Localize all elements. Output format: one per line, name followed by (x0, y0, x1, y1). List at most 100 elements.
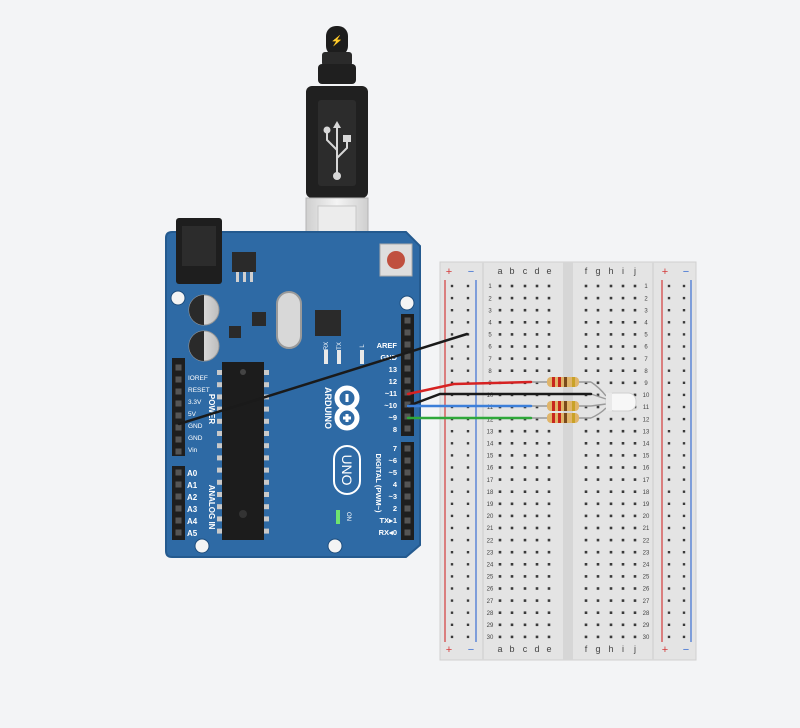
breadboard-hole[interactable] (523, 296, 527, 300)
breadboard-hole[interactable] (535, 442, 539, 445)
breadboard-hole[interactable] (535, 417, 539, 421)
rail-hole[interactable] (667, 514, 671, 518)
breadboard-hole[interactable] (584, 623, 588, 627)
wire-red[interactable] (406, 380, 533, 396)
breadboard-hole[interactable] (621, 575, 625, 578)
breadboard-hole[interactable] (621, 587, 625, 590)
breadboard-hole[interactable] (596, 502, 600, 506)
breadboard-hole[interactable] (633, 490, 637, 493)
header-pin[interactable] (404, 413, 411, 420)
rail-hole[interactable] (466, 296, 470, 300)
breadboard-hole[interactable] (510, 635, 514, 639)
breadboard-hole[interactable] (584, 538, 588, 542)
rail-hole[interactable] (466, 490, 470, 493)
rail-hole[interactable] (450, 502, 454, 505)
breadboard-hole[interactable] (523, 587, 527, 590)
rail-hole[interactable] (466, 514, 470, 518)
breadboard-hole[interactable] (621, 550, 625, 554)
breadboard-hole[interactable] (535, 466, 539, 469)
breadboard-hole[interactable] (547, 369, 551, 372)
breadboard-hole[interactable] (523, 526, 527, 530)
breadboard-hole[interactable] (498, 563, 502, 566)
breadboard-hole[interactable] (596, 563, 600, 566)
rail-hole[interactable] (682, 611, 686, 614)
breadboard-hole[interactable] (596, 538, 600, 542)
breadboard-hole[interactable] (596, 308, 600, 312)
breadboard-hole[interactable] (498, 623, 502, 627)
rail-hole[interactable] (450, 381, 454, 384)
rail-hole[interactable] (682, 442, 686, 445)
header-pin[interactable] (404, 353, 411, 360)
rail-hole[interactable] (667, 599, 671, 602)
resistor-green[interactable] (531, 413, 591, 423)
breadboard-hole[interactable] (609, 417, 613, 421)
breadboard-hole[interactable] (609, 575, 613, 578)
breadboard-hole[interactable] (584, 599, 588, 602)
rail-hole[interactable] (667, 563, 671, 566)
breadboard-hole[interactable] (633, 345, 637, 348)
rail-hole[interactable] (667, 478, 671, 481)
breadboard-hole[interactable] (523, 599, 527, 602)
breadboard-hole[interactable] (584, 417, 588, 421)
breadboard-hole[interactable] (584, 514, 588, 518)
rail-hole[interactable] (682, 430, 686, 433)
rail-hole[interactable] (682, 321, 686, 324)
breadboard-hole[interactable] (498, 611, 502, 614)
breadboard-hole[interactable] (547, 333, 551, 336)
breadboard-hole[interactable] (633, 550, 637, 554)
rail-hole[interactable] (466, 345, 470, 348)
breadboard-hole[interactable] (596, 369, 600, 372)
breadboard-hole[interactable] (498, 587, 502, 590)
rail-hole[interactable] (450, 587, 454, 590)
breadboard-hole[interactable] (510, 550, 514, 554)
breadboard-hole[interactable] (633, 296, 637, 300)
breadboard-hole[interactable] (523, 478, 527, 481)
breadboard-hole[interactable] (609, 635, 613, 639)
breadboard-hole[interactable] (609, 381, 613, 385)
header-pin[interactable] (175, 505, 182, 512)
rail-hole[interactable] (667, 296, 671, 300)
rail-hole[interactable] (450, 466, 454, 469)
rail-hole[interactable] (466, 599, 470, 602)
breadboard-hole[interactable] (498, 308, 502, 312)
rail-hole[interactable] (450, 623, 454, 626)
rail-hole[interactable] (667, 466, 671, 469)
breadboard-hole[interactable] (523, 623, 527, 627)
breadboard-hole[interactable] (498, 599, 502, 602)
breadboard-hole[interactable] (621, 538, 625, 542)
breadboard-hole[interactable] (609, 538, 613, 542)
breadboard-hole[interactable] (498, 514, 502, 518)
header-pin[interactable] (175, 412, 182, 419)
breadboard-hole[interactable] (584, 308, 588, 312)
header-pin[interactable] (404, 505, 411, 512)
breadboard-hole[interactable] (547, 502, 551, 506)
arduino-uno-board[interactable]: RX TX L ARDUINO UNO (165, 218, 421, 558)
breadboard-hole[interactable] (535, 333, 539, 336)
breadboard-hole[interactable] (633, 284, 637, 288)
breadboard-hole[interactable] (609, 502, 613, 506)
breadboard-hole[interactable] (523, 550, 527, 554)
breadboard-hole[interactable] (547, 296, 551, 300)
breadboard-hole[interactable] (498, 296, 502, 300)
breadboard-hole[interactable] (621, 381, 625, 385)
rail-hole[interactable] (466, 611, 470, 614)
breadboard-hole[interactable] (596, 442, 600, 445)
breadboard-hole[interactable] (547, 550, 551, 554)
breadboard-hole[interactable] (633, 478, 637, 481)
breadboard-hole[interactable] (510, 587, 514, 590)
breadboard-hole[interactable] (510, 442, 514, 445)
breadboard-hole[interactable] (621, 599, 625, 602)
rail-hole[interactable] (466, 551, 470, 554)
rail-hole[interactable] (682, 345, 686, 348)
breadboard-hole[interactable] (596, 345, 600, 348)
wire-ground-led[interactable] (406, 392, 593, 408)
breadboard-hole[interactable] (596, 393, 600, 397)
rail-hole[interactable] (667, 442, 671, 445)
breadboard-hole[interactable] (609, 369, 613, 372)
header-pin[interactable] (175, 529, 182, 536)
breadboard-hole[interactable] (621, 490, 625, 493)
rail-hole[interactable] (667, 284, 671, 288)
breadboard-hole[interactable] (510, 611, 514, 614)
resistor-blue[interactable] (531, 401, 591, 411)
